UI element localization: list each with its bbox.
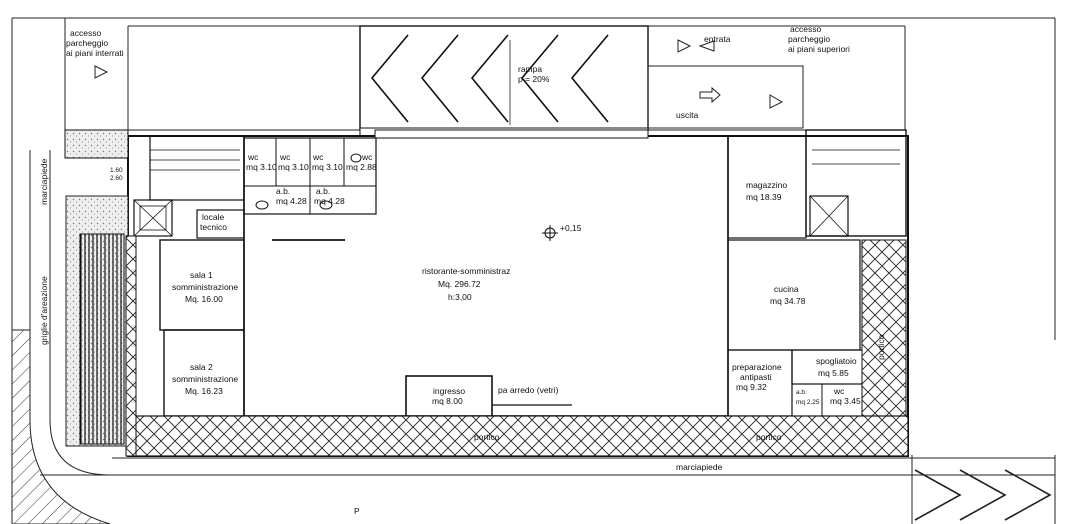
label-griglie: griglie d'areazione xyxy=(39,276,49,345)
label-portico-1: portico xyxy=(474,432,500,442)
label-wc3-b: mq 3.10 xyxy=(312,162,343,172)
label-sala1-c: Mq. 16.00 xyxy=(185,294,223,304)
label-ab1-b: mq 4.28 xyxy=(276,196,307,206)
label-ab1-a: a.b. xyxy=(276,186,290,196)
label-accesso-superiori-1: accesso xyxy=(790,24,821,34)
wc-block xyxy=(196,137,377,239)
label-marciapiede-left: marciapiede xyxy=(39,158,49,205)
label-ristorante-c: h:3,00 xyxy=(448,292,472,302)
label-sala2-c: Mq. 16.23 xyxy=(185,386,223,396)
label-rampa-2: p = 20% xyxy=(518,74,550,84)
label-prep-c: mq 9.32 xyxy=(736,382,767,392)
right-rooms xyxy=(727,129,907,417)
label-wc1-a: wc xyxy=(247,152,259,162)
label-arredo: pa arredo (vetri) xyxy=(498,385,559,395)
label-cucina-a: cucina xyxy=(774,284,799,294)
label-wc2-b: mq 3.10 xyxy=(278,162,309,172)
label-sala2-b: somministrazione xyxy=(172,374,238,384)
label-wc5-a: wc xyxy=(833,386,845,396)
label-prep-a: preparazione xyxy=(732,362,782,372)
label-accesso-superiori-2: parcheggio xyxy=(788,34,830,44)
label-sala2-a: sala 2 xyxy=(190,362,213,372)
label-wc4-a: wc xyxy=(361,152,373,162)
left-stair-core xyxy=(64,129,245,237)
label-entrata: entrata xyxy=(704,34,731,44)
label-sala1-a: sala 1 xyxy=(190,270,213,280)
label-wc5-b: mq 3.45 xyxy=(830,396,861,406)
right-road-marking xyxy=(914,469,1052,521)
label-tecnico: tecnico xyxy=(200,222,227,232)
label-wc1-b: mq 3.10 xyxy=(246,162,277,172)
label-accesso-interrati-1: accesso xyxy=(70,28,101,38)
label-portico-3: portico xyxy=(876,334,886,360)
label-magazzino-b: mq 18.39 xyxy=(746,192,782,202)
air-grilles xyxy=(65,195,129,447)
label-ingresso-a: ingresso xyxy=(433,386,465,396)
label-rampa-1: rampa xyxy=(518,64,542,74)
label-locale: locale xyxy=(202,212,224,222)
left-sidewalk-curve xyxy=(11,150,111,524)
label-ab2-b: mq 4.28 xyxy=(314,196,345,206)
label-uscita: uscita xyxy=(676,110,698,120)
label-p: P xyxy=(354,506,360,516)
level-marker xyxy=(542,225,558,241)
label-ristorante-a: ristorante-somministraz xyxy=(422,266,510,276)
label-marciapiede-bottom: marciapiede xyxy=(676,462,723,472)
labels: accesso parcheggio ai piani interrati ac… xyxy=(39,24,886,516)
label-spogliatoio-a: spogliatoio xyxy=(816,356,857,366)
label-wc2-a: wc xyxy=(279,152,291,162)
label-sala1-b: somministrazione xyxy=(172,282,238,292)
portico xyxy=(125,235,909,457)
label-dim-b: 2.60 xyxy=(110,175,123,182)
label-dim-a: 1.60 xyxy=(110,167,123,174)
label-accesso-interrati-2: parcheggio xyxy=(66,38,108,48)
label-quota: +0,15 xyxy=(560,223,582,233)
label-ingresso-b: mq 8.00 xyxy=(432,396,463,406)
label-wc3-a: wc xyxy=(312,152,324,162)
label-cucina-b: mq 34.78 xyxy=(770,296,806,306)
label-ab3-a: a.b. xyxy=(796,389,807,396)
label-spogliatoio-b: mq 5.85 xyxy=(818,368,849,378)
label-ab3-b: mq 2.25 xyxy=(796,399,820,406)
label-magazzino-a: magazzino xyxy=(746,180,787,190)
ramp xyxy=(359,25,649,137)
label-ab2-a: a.b. xyxy=(316,186,330,196)
entrance-box xyxy=(272,239,572,417)
label-wc4-b: mq 2.88 xyxy=(346,162,377,172)
label-accesso-superiori-3: ai piani superiori xyxy=(788,44,850,54)
label-prep-b: antipasti xyxy=(740,372,772,382)
label-portico-2: portico xyxy=(756,432,782,442)
label-ristorante-b: Mq. 296.72 xyxy=(438,279,481,289)
label-accesso-interrati-3: ai piani interrati xyxy=(66,48,124,58)
driveway xyxy=(94,39,804,129)
